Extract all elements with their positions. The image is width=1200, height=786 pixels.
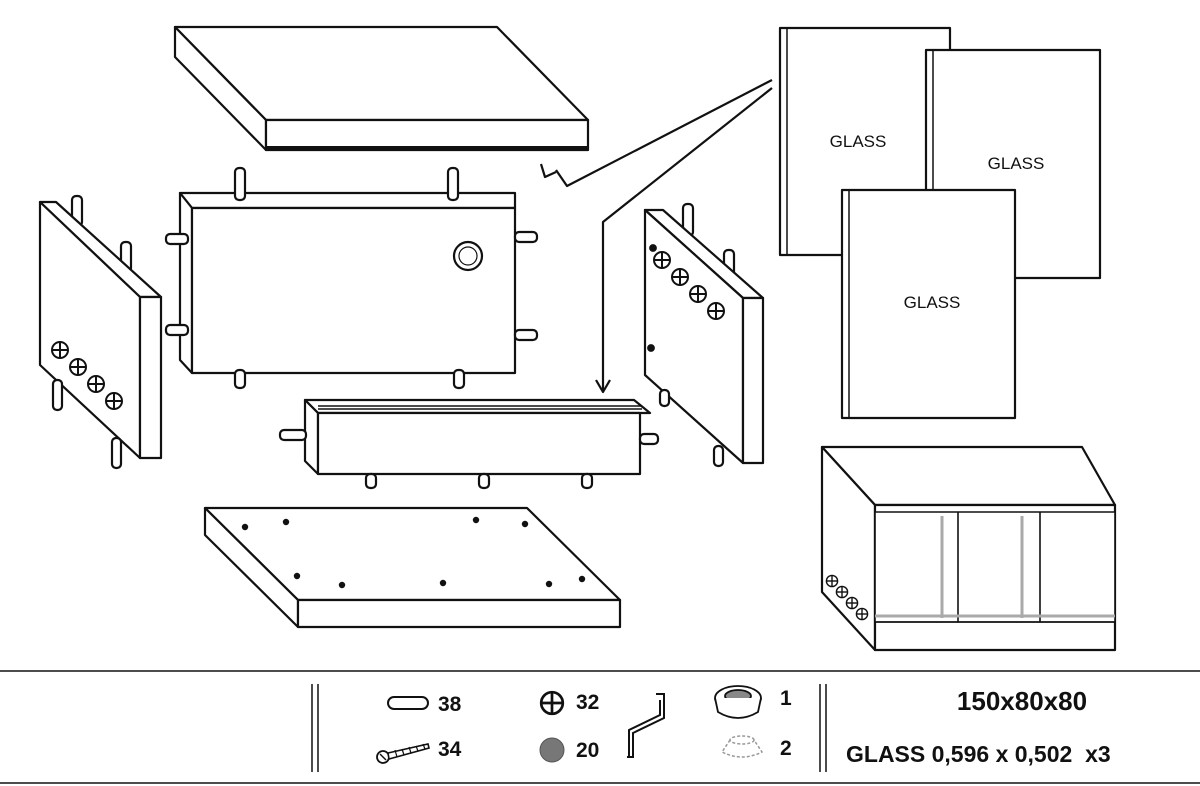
screw-icon — [376, 743, 430, 764]
top-panel — [173, 25, 590, 152]
dowel-count: 38 — [438, 693, 462, 716]
cover-cap-icon — [539, 737, 565, 763]
cabinet-dimensions: 150x80x80 — [957, 686, 1087, 716]
cable-grommet-icon — [714, 685, 762, 719]
right-side-panel — [643, 202, 765, 468]
front-rail — [278, 398, 660, 490]
glass-label: GLASS — [904, 293, 961, 312]
glass-label: GLASS — [830, 132, 887, 151]
cam-lock-count: 32 — [576, 691, 599, 714]
foot-pad-icon — [720, 735, 764, 758]
glass-label: GLASS — [988, 154, 1045, 173]
glass-to-top-arrow — [539, 79, 773, 188]
parts-legend — [0, 670, 1200, 784]
left-side-panel — [38, 194, 163, 470]
allen-key-icon — [627, 693, 665, 758]
screw-count: 34 — [438, 738, 462, 761]
back-panel — [164, 166, 539, 390]
cable-grommet-count: 1 — [780, 687, 792, 710]
glass-to-rail-arrow — [595, 87, 773, 394]
glass-panel: GLASS — [840, 188, 1017, 420]
bottom-panel — [203, 506, 622, 629]
cover-cap-count: 20 — [576, 739, 599, 762]
cable-grommet-hole — [452, 240, 484, 272]
assembled-cabinet — [820, 445, 1117, 652]
cam-lock-icon — [539, 690, 565, 716]
dowel-icon — [387, 696, 429, 710]
foot-pad-count: 2 — [780, 737, 792, 760]
glass-spec: GLASS 0,596 x 0,502 x3 — [846, 741, 1111, 767]
